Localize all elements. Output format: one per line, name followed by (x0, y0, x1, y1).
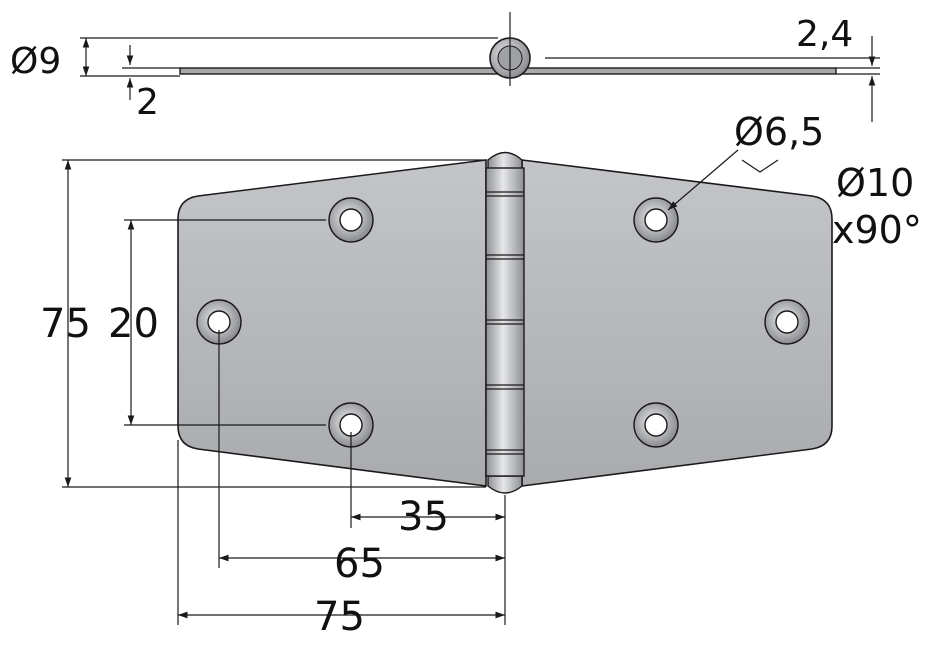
label-pin-diameter: Ø9 (10, 41, 61, 82)
hole-right-top (633, 197, 679, 243)
hole-left-bottom (328, 402, 374, 448)
right-leaf (521, 159, 833, 487)
side-view: Ø9 2 2,4 (10, 12, 880, 123)
hinge-knuckle (485, 151, 525, 494)
label-hole-diameter: Ø6,5 (734, 110, 824, 154)
hole-right-middle (764, 299, 810, 345)
label-leaf-thickness: 2,4 (796, 14, 853, 55)
label-countersink-diameter: Ø10 (836, 161, 914, 205)
hole-left-top (328, 197, 374, 243)
label-leaf-gap: 2 (136, 82, 159, 123)
label-dim-35: 35 (398, 494, 449, 540)
label-overall-height: 75 (40, 301, 91, 347)
left-leaf (177, 159, 487, 487)
side-right-leaf (521, 67, 837, 75)
label-hole-spacing: 20 (108, 301, 159, 347)
top-view: Ø6,5 Ø10 x90° 75 20 35 65 75 (40, 110, 922, 640)
hole-left-middle (196, 299, 242, 345)
hole-right-bottom (633, 402, 679, 448)
label-dim-75: 75 (314, 594, 365, 640)
label-countersink-angle: x90° (832, 208, 922, 252)
label-dim-65: 65 (334, 541, 385, 587)
side-left-leaf (179, 67, 499, 75)
